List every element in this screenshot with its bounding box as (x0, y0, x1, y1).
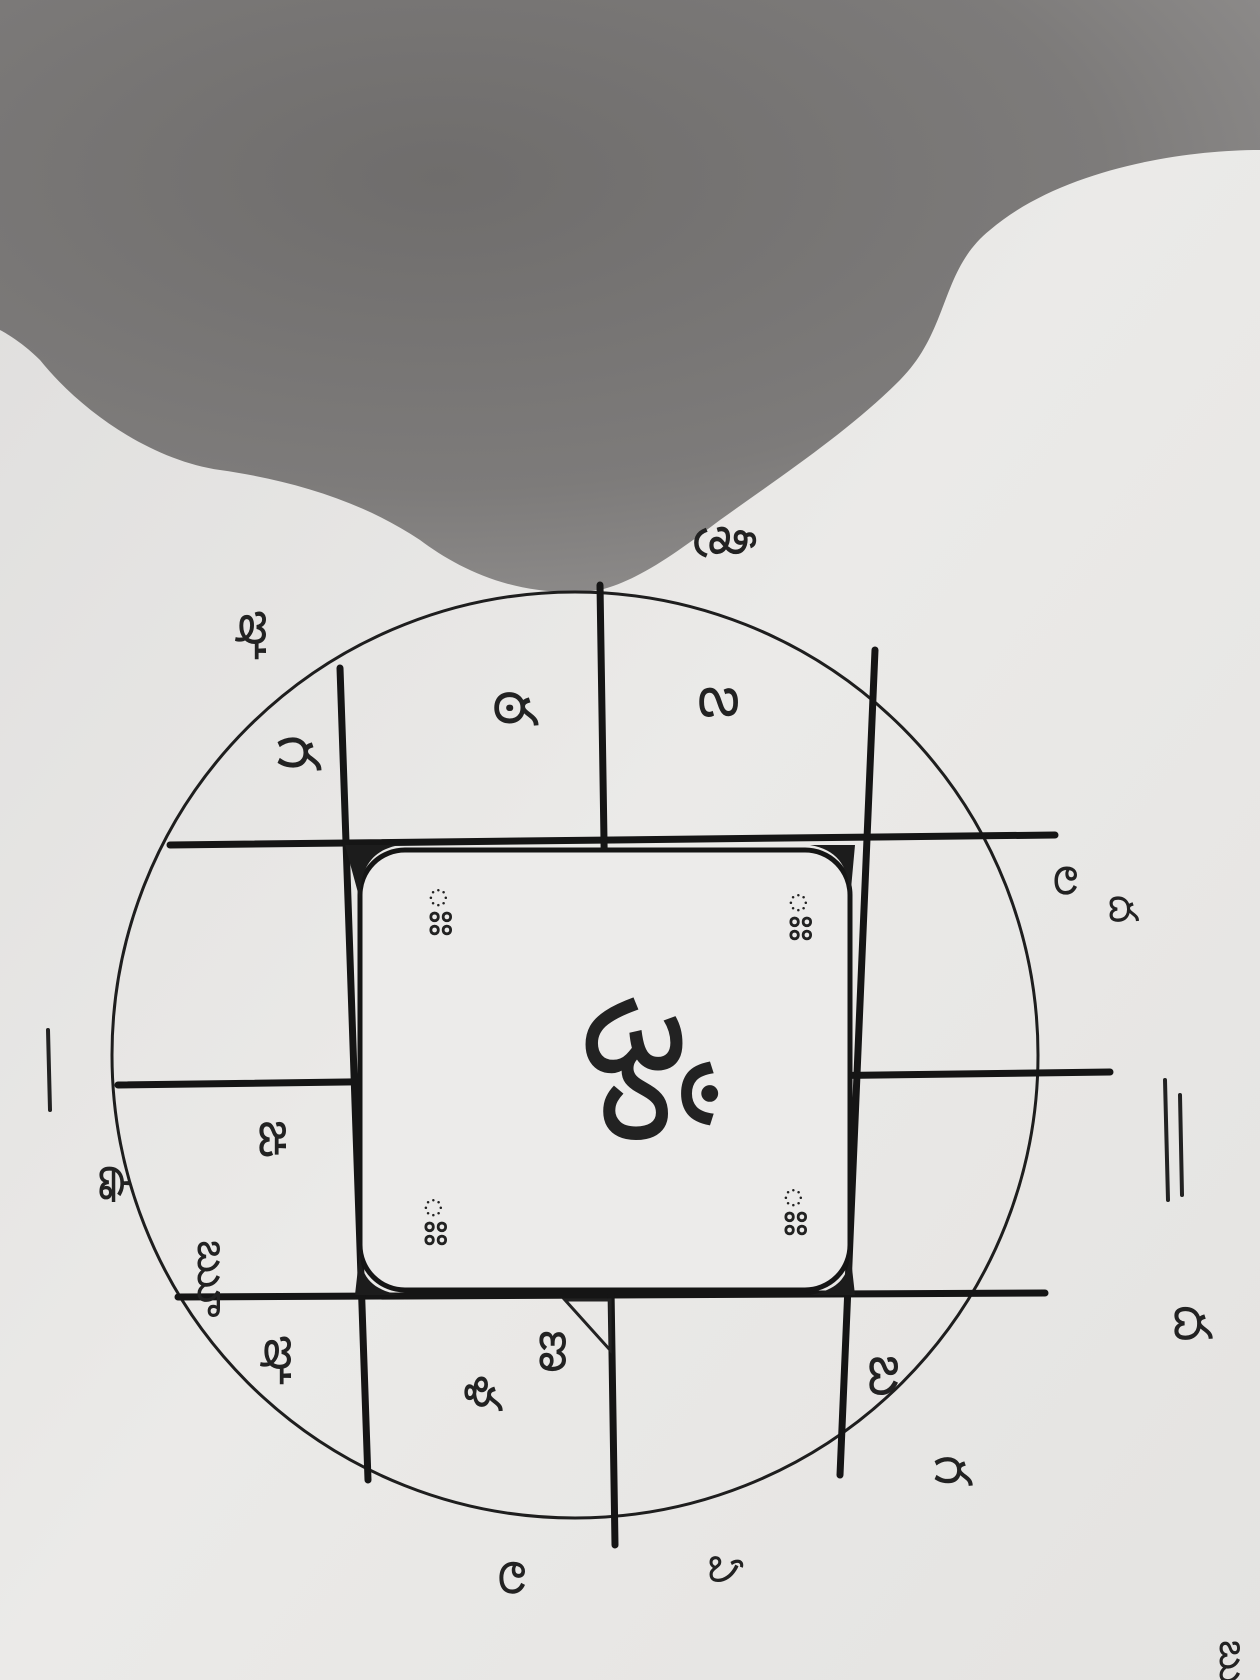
center-square (357, 847, 853, 1293)
outer-glyph: శ్రీ (694, 525, 761, 558)
cell-glyph: బ (856, 1355, 921, 1397)
outer-glyphs: ఞ శ్రీ ఉ ల ఏ గ ద ఋ (88, 525, 1256, 1680)
cell-glyph: ళ (452, 1375, 512, 1412)
outer-circle (110, 590, 1040, 1520)
center-syllable: ఃః (414, 1195, 465, 1246)
hand-shadow (0, 0, 1260, 592)
outer-glyph: ల (488, 1560, 546, 1595)
cell-glyph: ఠ (480, 690, 550, 726)
om-symbol: ॐ (534, 992, 732, 1147)
cell-glyphs: గ ఠ ౭ ఙ ౠ ఞ ళ ణ బ ల ద (187, 685, 1146, 1412)
center-syllable: ఃః (774, 1185, 825, 1236)
center-syllable: ఃః (779, 890, 830, 941)
outer-glyph: ఋ (1210, 1640, 1256, 1680)
cell-glyph: ఙ (247, 1120, 307, 1158)
cell-glyph: ౭ (685, 685, 755, 719)
cell-glyph: ద (1100, 895, 1146, 923)
cell-glyph: ఞ (252, 1335, 312, 1386)
center-corner-fills (345, 845, 855, 1295)
stray-marks (46, 1028, 1184, 1202)
cell-glyph: ల (1044, 865, 1095, 896)
outer-glyph: ఏ (700, 1555, 746, 1583)
outer-glyph: ఉ (88, 1165, 144, 1203)
hatched-mark (561, 1298, 612, 1354)
center-syllables: ఃః ఃః ఃః ఃః (414, 885, 830, 1246)
cell-glyph: ణ (527, 1330, 587, 1373)
cell-glyph: గ (263, 735, 333, 771)
outer-glyph: ఞ (227, 610, 287, 661)
outer-glyph: ద (1162, 1305, 1222, 1342)
cell-glyph: ౠ (187, 1240, 238, 1318)
center-syllable: ఃః (419, 885, 470, 936)
outer-glyph: గ (922, 1455, 982, 1486)
om-text: ॐ (534, 992, 732, 1147)
